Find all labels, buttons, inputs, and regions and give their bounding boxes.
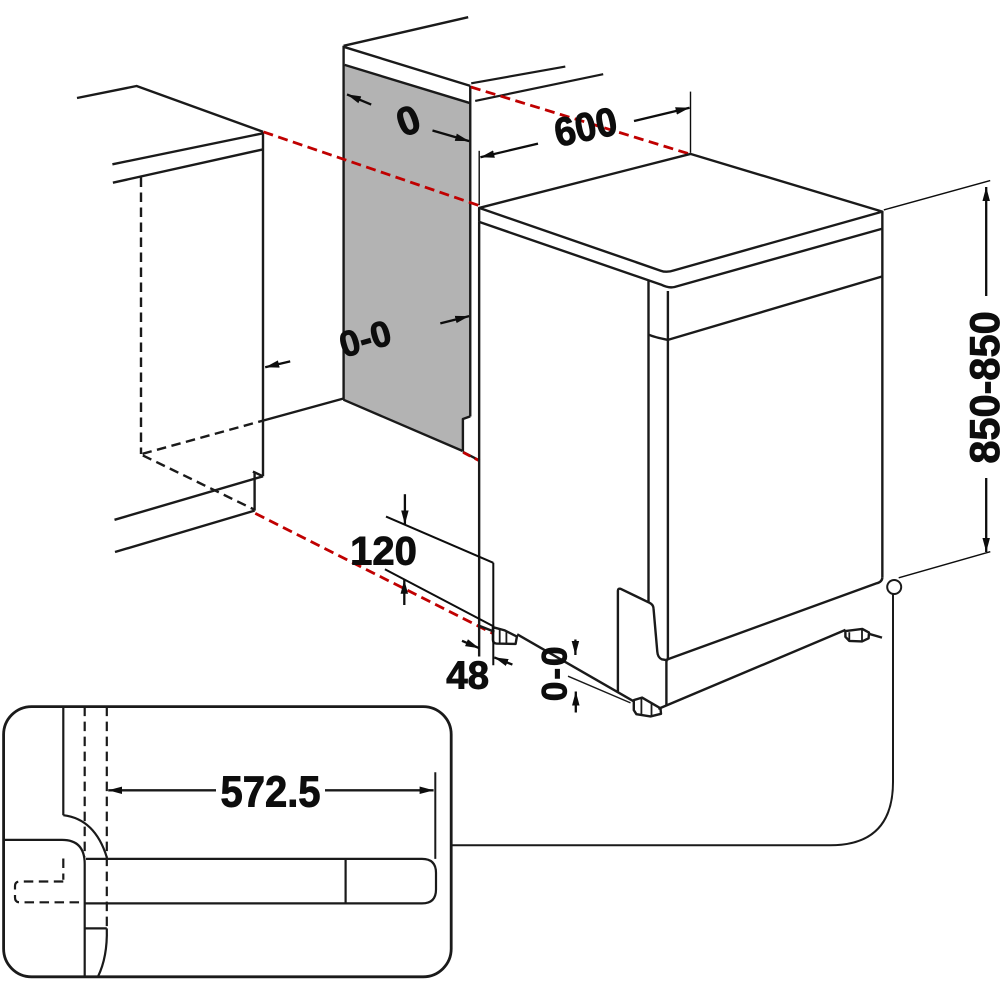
svg-text:0-0: 0-0 [535, 645, 574, 702]
svg-text:572.5: 572.5 [220, 767, 320, 816]
svg-text:120: 120 [350, 530, 417, 574]
svg-text:850-850: 850-850 [961, 311, 1000, 463]
svg-text:48: 48 [446, 655, 489, 698]
